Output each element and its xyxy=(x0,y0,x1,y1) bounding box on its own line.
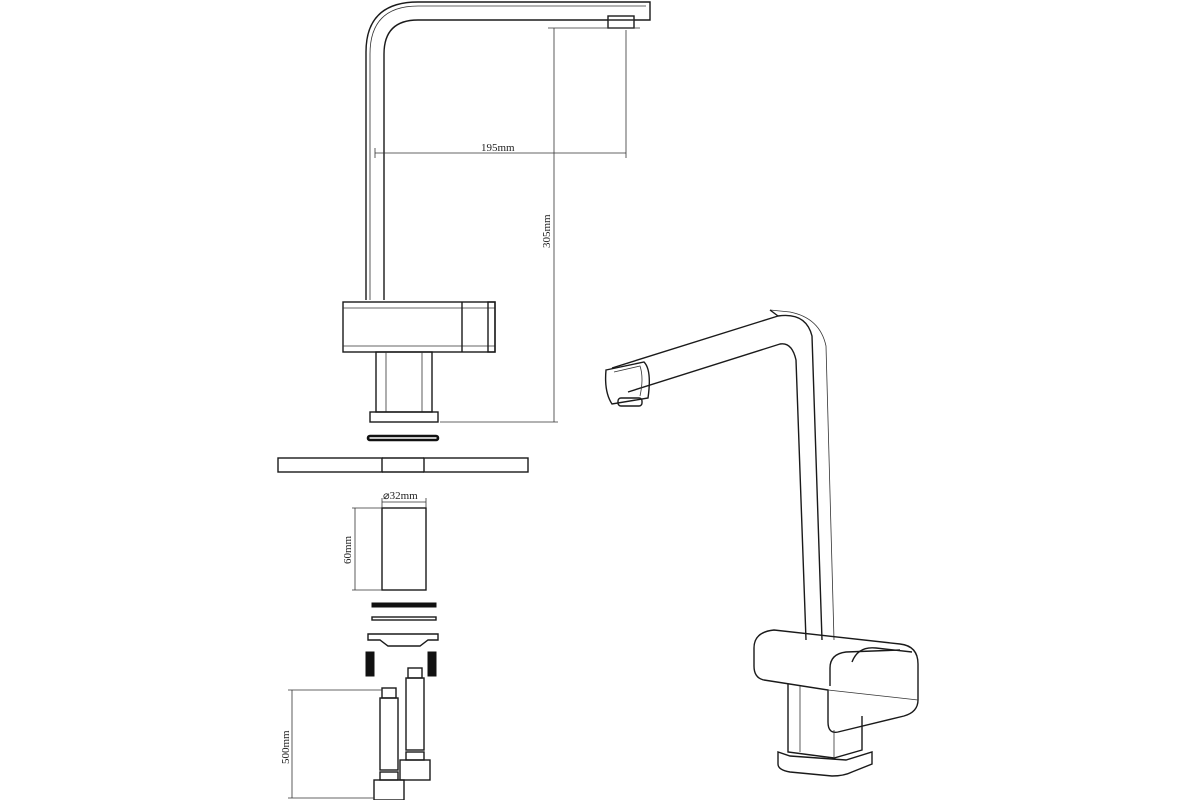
handle-lever xyxy=(487,301,496,353)
spout-inner-line xyxy=(369,5,646,300)
washer-metal xyxy=(371,616,437,621)
base-column xyxy=(375,351,433,413)
dimension-shank-length: 60mm xyxy=(342,535,354,564)
dimension-lines xyxy=(288,27,640,799)
perspective-handle-body xyxy=(753,629,919,733)
perspective-view xyxy=(604,309,919,777)
spout-outline xyxy=(365,1,651,300)
perspective-handle-lever xyxy=(851,647,913,663)
perspective-base-column xyxy=(787,684,863,759)
perspective-base-foot xyxy=(777,751,873,777)
fixing-bolt-left xyxy=(365,651,375,677)
dimension-shank-diameter: ⌀32mm xyxy=(383,490,418,502)
washer-rubber xyxy=(371,602,437,608)
flex-hose-right xyxy=(399,667,431,781)
countertop-right xyxy=(423,457,529,473)
top-gasket xyxy=(366,434,440,442)
flex-hose-left xyxy=(373,687,405,800)
base-foot xyxy=(369,411,439,423)
fixing-plate xyxy=(367,633,439,647)
handle-body xyxy=(342,301,496,353)
fixing-bolt-right xyxy=(427,651,437,677)
threaded-shank xyxy=(381,507,427,591)
countertop-left xyxy=(277,457,383,473)
dimension-hose-length: 500mm xyxy=(280,730,292,764)
perspective-aerator xyxy=(604,361,651,405)
aerator-tip xyxy=(607,15,635,29)
dimension-spout-reach: 195mm xyxy=(481,142,515,154)
front-view xyxy=(277,1,651,800)
dimension-labels: 195mm 305mm ⌀32mm 60mm 500mm xyxy=(280,142,553,764)
dimension-total-height: 305mm xyxy=(541,214,553,248)
perspective-spout-arm xyxy=(611,314,823,641)
